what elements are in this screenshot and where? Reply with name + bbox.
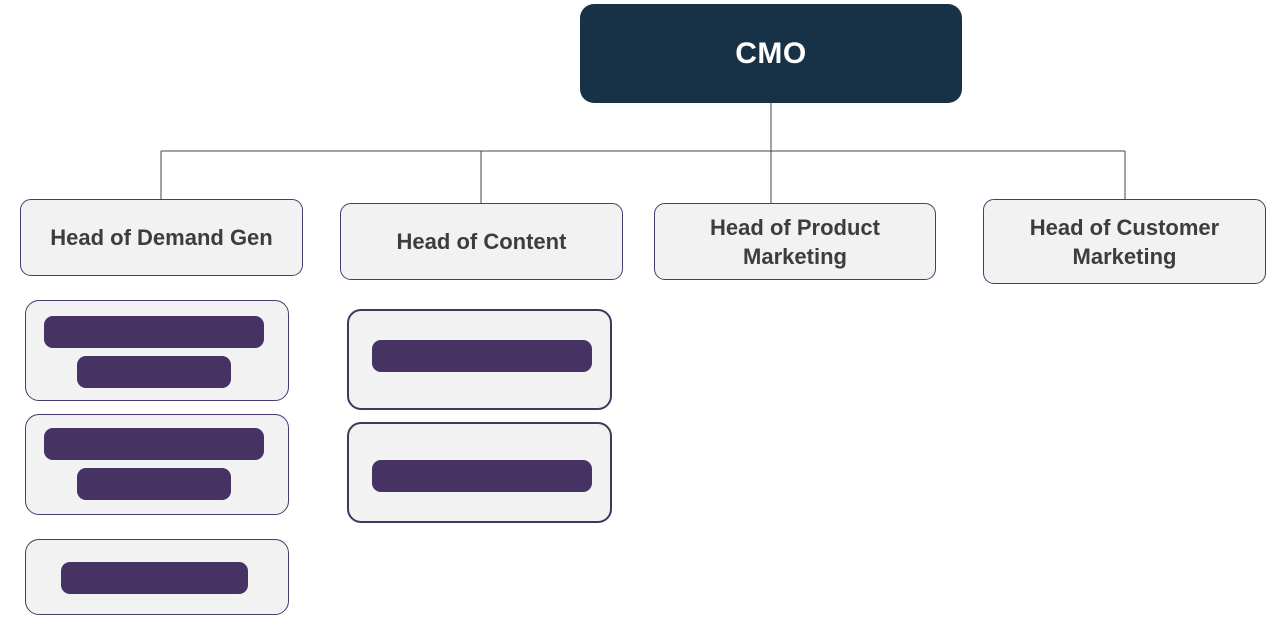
content-report-card[interactable] (347, 422, 612, 523)
demand-gen-report-card[interactable] (25, 539, 289, 615)
placeholder-bar (44, 316, 264, 348)
placeholder-bar (61, 562, 248, 594)
head-of-content-node[interactable]: Head of Content (340, 203, 623, 280)
head-of-product-marketing-title: Head of Product Marketing (710, 214, 880, 269)
head-of-demand-gen-node[interactable]: Head of Demand Gen (20, 199, 303, 276)
content-report-card[interactable] (347, 309, 612, 410)
head-of-customer-marketing-title: Head of Customer Marketing (1029, 214, 1220, 269)
cmo-node[interactable]: CMO (580, 4, 962, 103)
placeholder-bar (44, 428, 264, 460)
head-of-demand-gen-title: Head of Demand Gen (50, 225, 273, 250)
head-of-product-marketing-node[interactable]: Head of Product Marketing (654, 203, 936, 280)
placeholder-bar (77, 468, 231, 500)
head-of-content-title: Head of Content (396, 229, 567, 254)
demand-gen-report-card[interactable] (25, 300, 289, 401)
demand-gen-report-card[interactable] (25, 414, 289, 515)
placeholder-bar (372, 460, 592, 492)
placeholder-bar (77, 356, 231, 388)
placeholder-bar (372, 340, 592, 372)
cmo-title: CMO (735, 36, 807, 70)
head-of-customer-marketing-node[interactable]: Head of Customer Marketing (983, 199, 1266, 284)
